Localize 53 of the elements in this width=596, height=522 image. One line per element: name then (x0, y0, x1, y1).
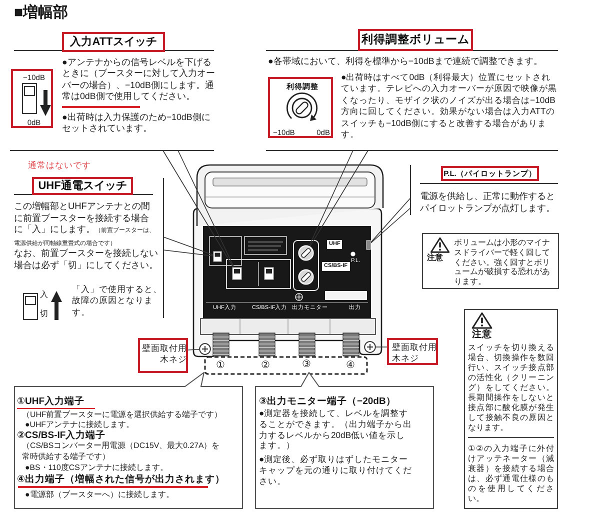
switch-label: 入 (40, 290, 48, 299)
callout-text: 壁面取付用木ネジ (392, 342, 438, 364)
caution-label: 注意 (427, 252, 444, 263)
terminal-heading: ②CS/BS-IF入力端子 (17, 430, 107, 441)
leader-line (163, 236, 214, 256)
leader-line (162, 150, 234, 268)
section-heading: 入力ATTスイッチ (62, 32, 165, 52)
body-text: なお、前置ブースターを接続しない場合は必ず「切」にしてください。 (14, 248, 159, 271)
annotation-text: 通常はないです (28, 160, 91, 170)
callout-box (14, 372, 243, 509)
section-heading: UHF通電スイッチ (32, 177, 133, 195)
caution-text: スイッチを切り換える場合、切換操作を数回行い、スイッチ接点部の活性化（クリーニング）をしてください。長期間操作をしないと接点部に酸化膜が発生して接触不良の原因となります。 (468, 343, 554, 433)
text-section (10, 31, 214, 151)
bullet-text: ●出荷時は入力保護のため−10dB側にセットされています。 (62, 112, 212, 135)
leader-line (376, 346, 388, 348)
callout-number: ④ (346, 360, 355, 371)
leader-line (163, 250, 214, 256)
leader-line (370, 198, 411, 243)
caution-label: 注意 (472, 329, 493, 340)
body-text: 「入」で使用すると、故障の原因となります。 (72, 284, 162, 318)
caution-box (464, 309, 558, 509)
leader-line (370, 208, 411, 244)
section-heading: 利得調整ボリューム (358, 29, 473, 51)
text-section (266, 29, 558, 151)
callout-box (255, 372, 434, 509)
knob-panel (268, 77, 333, 138)
caution-text: ボリュームは小形のマイナスドライバーで軽く回してください。強く回すとボリュームが破損する恐れがあります。 (454, 238, 551, 287)
text-section (14, 176, 164, 321)
bullet-text: ●アンテナからの信号レベルを下げるときに（ブースターに対して入力オーバーの場合）、−10dB側にします。通常は0dB側で使用してください。 (62, 57, 215, 103)
terminal-heading: ①UHF入力端子 (17, 396, 86, 407)
terminal-heading: ③出力モニター端子（−20dB） (259, 396, 397, 407)
leader-line (178, 150, 234, 268)
caution-box (422, 233, 559, 289)
leader-line (188, 348, 200, 350)
switch-label: 切 (40, 309, 48, 318)
callout-number: ③ (302, 359, 311, 370)
callout-number: ② (261, 360, 270, 371)
callout-number: ① (216, 360, 225, 371)
bullet-text: ●測定後、必ず取りはずしたモニターキャップを元の通りに取り付けてください。 (259, 454, 412, 486)
text-section (410, 165, 558, 217)
callout-label (138, 338, 188, 373)
caution-text: ①②の入力端子に外付けアッテネーター（減衰器）を接続する場合は、必ず通電仕様のものを使用してください。 (468, 437, 554, 504)
callout-text: 壁面取付用木ネジ (141, 343, 187, 365)
leader-line (310, 150, 368, 247)
switch-panel (11, 69, 53, 128)
terminal-heading: ④出力端子（増幅された信号が出力されます） (17, 474, 226, 485)
leader-line (308, 150, 354, 246)
bullet-text: ●出荷時はすべて0dB（利得最大）位置にセットされています。テレビへの入力オーバーが原因で映像が黒くなったり、モザイク状のノイズが出る場合は−10dB方向に回してください。効果がない場合は入力ATTのスイッチも−10dB側にすると改善する場合があります。 (341, 72, 558, 140)
bullet-text: ●各帯域において、利得を標準から−10dBまで連続で調整できます。 (268, 56, 544, 68)
bullet-text: ●測定器を接続して、レベルを調整することができます。（出力端子から出力するレベルから20dB低い値を示します。） (259, 408, 412, 452)
page-title: ■増幅部 (14, 4, 68, 22)
callout-label (387, 338, 438, 365)
body-text: 電源を供給し、正常に動作するとパイロットランプが点灯します。 (420, 190, 556, 214)
